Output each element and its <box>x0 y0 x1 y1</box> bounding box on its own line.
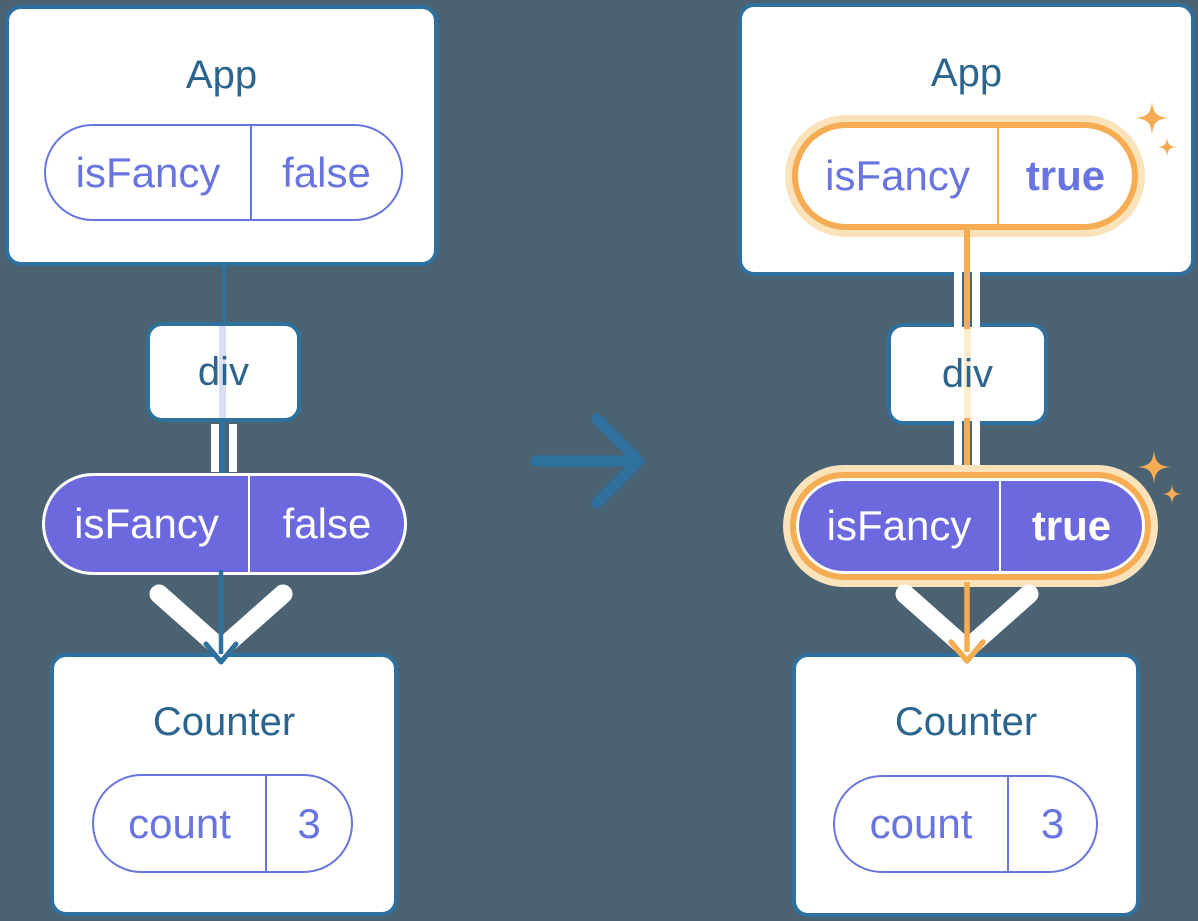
state-pill: count 3 <box>92 774 353 873</box>
highlight-flow-line <box>964 418 970 480</box>
state-name: isFancy <box>46 126 252 219</box>
prop-pill-highlighted: isFancy true <box>796 478 1145 574</box>
state-value: true <box>1025 152 1106 199</box>
component-title: App <box>185 53 258 97</box>
state-value: 3 <box>297 799 321 847</box>
connector-line <box>222 262 226 326</box>
arrow-shaft-right-edge <box>972 421 980 468</box>
prop-trace-line <box>964 327 971 421</box>
prop-name: isFancy <box>799 481 1001 571</box>
counter-component-card: Counter count 3 <box>50 653 398 916</box>
div-node-card: div <box>887 323 1048 425</box>
state-name: isFancy <box>798 128 999 224</box>
component-title: Counter <box>152 700 296 744</box>
prop-value: false <box>282 500 372 547</box>
right-arrow-icon <box>530 413 645 509</box>
arrow-shaft-right-edge <box>229 424 237 472</box>
state-value: false <box>282 148 371 196</box>
arrow-shaft-left-edge <box>954 421 962 468</box>
prop-value: true <box>1031 502 1112 549</box>
highlight-flow-line <box>964 228 970 329</box>
prop-name: isFancy <box>45 476 250 572</box>
component-title: App <box>930 51 1003 95</box>
arrow-shaft-right-edge <box>972 270 980 327</box>
state-name: count <box>94 776 267 871</box>
down-arrow-icon <box>895 582 1039 664</box>
app-component-card: App isFancy false <box>5 5 438 266</box>
sparkle-icon <box>1162 484 1182 504</box>
state-value: 3 <box>1040 800 1065 847</box>
sparkle-icon <box>1137 450 1171 484</box>
down-arrow-icon <box>149 570 293 665</box>
state-pill: count 3 <box>833 775 1098 873</box>
prop-flow-line <box>220 420 225 478</box>
component-title: Counter <box>894 700 1038 744</box>
prop-trace-line <box>219 326 226 418</box>
state-pill: isFancy false <box>44 124 403 221</box>
div-node-card: div <box>146 322 301 422</box>
state-name: count <box>835 777 1009 871</box>
node-label: div <box>197 349 250 394</box>
arrow-shaft-left-edge <box>211 424 219 472</box>
state-pill-highlighted: isFancy true <box>792 122 1138 230</box>
arrow-shaft-left-edge <box>954 270 962 327</box>
prop-pill: isFancy false <box>42 473 407 575</box>
node-label: div <box>941 351 994 396</box>
counter-component-card: Counter count 3 <box>792 653 1140 917</box>
